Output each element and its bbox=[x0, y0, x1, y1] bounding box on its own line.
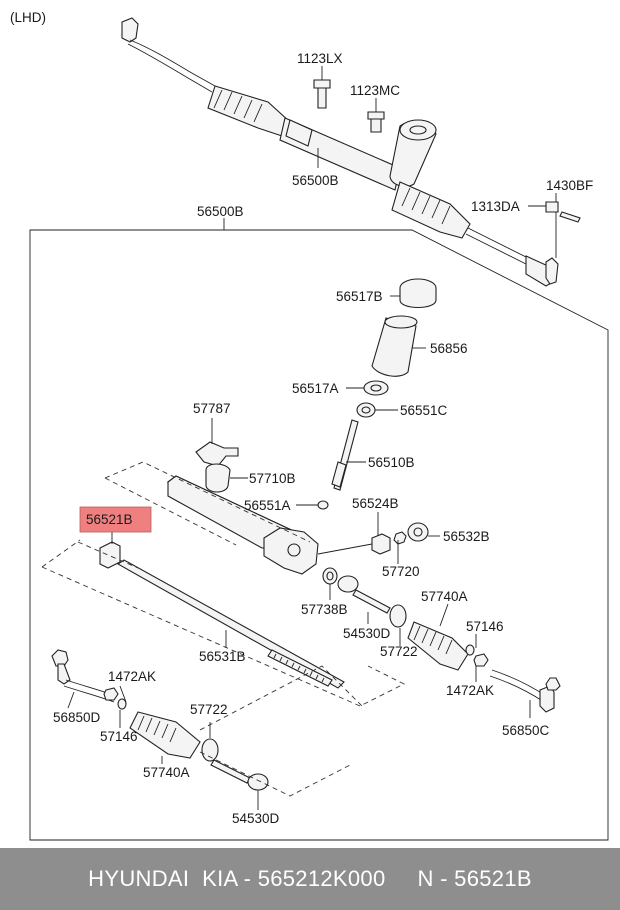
label-57720: 57720 bbox=[382, 564, 420, 579]
top-leader-lines bbox=[223, 66, 557, 258]
label-54530D-right: 54530D bbox=[343, 626, 391, 641]
detail-parts bbox=[51, 278, 561, 791]
label-57787: 57787 bbox=[193, 401, 231, 416]
label-56517A: 56517A bbox=[292, 381, 339, 396]
rack-assembly-overview bbox=[121, 17, 581, 287]
label-1430BF: 1430BF bbox=[546, 178, 593, 193]
label-57740A-right: 57740A bbox=[421, 589, 468, 604]
label-1472AK-left: 1472AK bbox=[108, 669, 156, 684]
label-56510B: 56510B bbox=[368, 455, 415, 470]
label-56500B-assembly: 56500B bbox=[292, 173, 339, 188]
label-57146-left: 57146 bbox=[100, 729, 138, 744]
label-56856: 56856 bbox=[430, 341, 468, 356]
steering-gear-exploded-diagram: 1123LX 1123MC 56500B 1430BF 1313DA 56500… bbox=[29, 17, 609, 841]
label-56517B: 56517B bbox=[336, 289, 383, 304]
label-56531B: 56531B bbox=[199, 649, 246, 664]
label-1123MC: 1123MC bbox=[350, 83, 400, 98]
dashed-outlines bbox=[41, 461, 406, 797]
label-56532B: 56532B bbox=[443, 529, 490, 544]
label-56850C: 56850C bbox=[502, 723, 550, 738]
label-57710B: 57710B bbox=[249, 471, 296, 486]
part-number-footer: HYUNDAI KIA - 565212K000 N - 56521B bbox=[0, 848, 620, 910]
label-54530D-left: 54530D bbox=[232, 811, 280, 826]
label-56850D: 56850D bbox=[53, 710, 101, 725]
highlight-box-56521B bbox=[79, 506, 152, 533]
label-57722-left: 57722 bbox=[190, 702, 228, 717]
label-56521B: 56521B bbox=[86, 512, 133, 527]
label-57740A-left: 57740A bbox=[143, 765, 190, 780]
label-56551A: 56551A bbox=[244, 498, 291, 513]
label-57146-right: 57146 bbox=[466, 619, 504, 634]
label-1472AK-right: 1472AK bbox=[446, 683, 494, 698]
label-56524B: 56524B bbox=[352, 496, 399, 511]
detail-frame bbox=[29, 229, 609, 841]
detail-leader-lines bbox=[67, 295, 531, 810]
part-labels: 1123LX 1123MC 56500B 1430BF 1313DA 56500… bbox=[53, 51, 593, 826]
label-56500B-detail: 56500B bbox=[197, 204, 244, 219]
drive-side-label: (LHD) bbox=[10, 10, 46, 25]
label-57722-right: 57722 bbox=[380, 644, 418, 659]
label-57738B: 57738B bbox=[301, 602, 348, 617]
label-56551C: 56551C bbox=[400, 403, 448, 418]
label-1123LX: 1123LX bbox=[297, 51, 343, 66]
label-1313DA: 1313DA bbox=[471, 199, 520, 214]
